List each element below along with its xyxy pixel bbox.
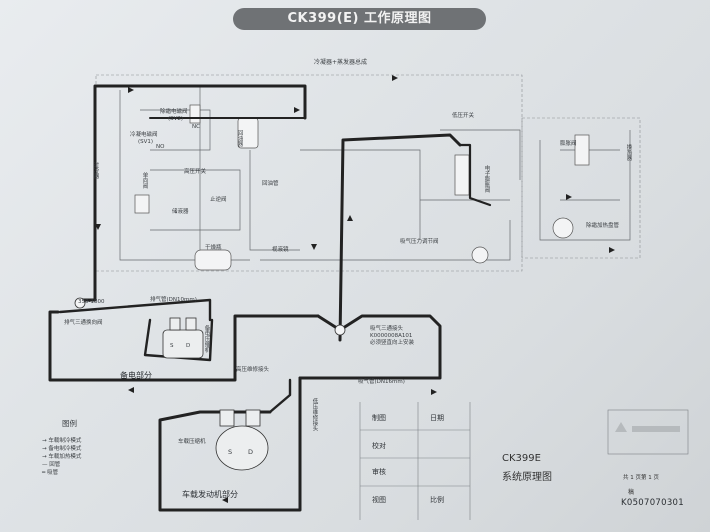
tb-made: 制图: [372, 414, 386, 422]
discharge-tee-label: 排气三通换向阀: [64, 320, 103, 326]
tb-date: 日期: [430, 414, 444, 422]
low-service-valve-label: 低压维修接头: [311, 398, 318, 431]
electric-valve-label: 电子膨胀阀: [483, 165, 490, 193]
pipe-suction-riser: [338, 133, 462, 342]
tb-scale: 比例: [430, 496, 444, 504]
title-block-grid: [359, 402, 689, 520]
valve-body-b: [189, 104, 201, 124]
suction-pressure-valve-label: 吸气压力调节阀: [400, 239, 439, 245]
tee-valve-circle: [74, 297, 86, 309]
pressure-range-label: 350-1800: [78, 299, 105, 305]
legend-row-return: — 回管: [42, 462, 61, 468]
defrost-valve-code: (SV2): [168, 116, 184, 122]
check-valve-left-label: 过冷器: [92, 162, 99, 179]
page-title: CK399(E) 工作原理图: [233, 8, 486, 30]
suction-pipe-label: 吸气管(DN16mm): [358, 379, 405, 385]
expansion-body: [574, 134, 590, 166]
condenser-evaporator-label: 冷凝器+蒸发器总成: [314, 59, 368, 66]
drawing-number: K0507070301: [621, 498, 684, 508]
model-name: CK399E: [502, 453, 541, 464]
legend-row-vehicle-cool: → 车载制冷模式: [42, 438, 82, 444]
high-pressure-switch-label: 高压开关: [184, 169, 207, 175]
cool-valve-code: (SV1): [138, 139, 154, 145]
drain-heater-label: 除霜加热盘管: [586, 223, 620, 229]
no-label: NO: [156, 144, 165, 150]
discharge-pipe-label: 排气管(DN10mm): [150, 297, 197, 303]
accumulator-label: 回油器: [236, 130, 243, 147]
reservoir-label: 储液器: [172, 209, 189, 215]
heat-exchanger-label: 换热器: [625, 144, 632, 161]
tb-review: 审核: [372, 468, 386, 476]
valve-body-a: [134, 194, 150, 214]
sight-glass-body: [471, 246, 489, 264]
legend-title: 图例: [62, 419, 77, 428]
dryer-label: 干燥瓶: [205, 245, 222, 251]
legend-row-vehicle-heat: → 车载加热模式: [42, 454, 82, 460]
components: [134, 104, 590, 271]
vehicle-s-label: S: [228, 448, 233, 456]
standby-s-label: S: [170, 343, 174, 349]
cool-valve-label: 冷凝电磁阀: [130, 132, 158, 138]
vehicle-compressor-label: 车载压缩机: [178, 439, 206, 445]
model-description: 系统原理图: [502, 472, 552, 483]
logo-box: [607, 409, 689, 455]
pipe-discharge-left: [78, 84, 307, 302]
pipe-standby-loop: [48, 310, 320, 382]
return-pipe-label: 回油管: [262, 181, 279, 187]
standby-compressor-drawing: [162, 317, 204, 359]
tb-check: 校对: [372, 442, 386, 450]
high-service-valve-label: 高压维修接头: [236, 367, 270, 373]
sheet-info: 共 1 页第 1 页: [623, 475, 659, 481]
low-pressure-switch-label: 低压开关: [452, 113, 475, 119]
standby-section-label: 备电部分: [120, 371, 152, 380]
pipe-vehicle-loop: [158, 376, 302, 512]
flow-arrows: [95, 75, 615, 503]
standby-motor-label: 备电压缩机: [203, 325, 210, 353]
standby-d-label: D: [186, 343, 191, 349]
dryer-body: [194, 249, 232, 271]
vehicle-section-label: 车载发动机部分: [182, 490, 238, 499]
main-pipes: [48, 84, 492, 512]
sight-glass-label: 视液镜: [272, 247, 289, 253]
sheet-mark: 稿: [628, 489, 635, 496]
legend-row-standby-cool: → 备电制冷模式: [42, 446, 82, 452]
suction-tee-label: 吸气三通接头: [370, 326, 404, 332]
check-valve-label: 单向阀: [141, 172, 148, 189]
suction-tee-circle: [334, 324, 346, 336]
liquid-line-label: 止逆阀: [210, 197, 227, 203]
suction-tee-code: K0000008A101: [370, 333, 413, 339]
heater-coil: [552, 217, 574, 239]
evaporator-frame: [521, 117, 641, 259]
tb-view: 视图: [372, 496, 386, 504]
expansion-valve-label: 膨胀阀: [560, 141, 577, 147]
company-logo: [615, 422, 680, 432]
vehicle-d-label: D: [248, 448, 254, 456]
legend-row-suction: ━ 吸管: [42, 470, 59, 476]
defrost-valve-label: 除霜电磁阀: [160, 109, 188, 115]
nc-label: NC: [192, 124, 200, 130]
vehicle-compressor-drawing: [215, 409, 269, 471]
suction-tee-note: 必须竖直向上安装: [370, 340, 415, 346]
suction-regulator: [454, 154, 470, 196]
